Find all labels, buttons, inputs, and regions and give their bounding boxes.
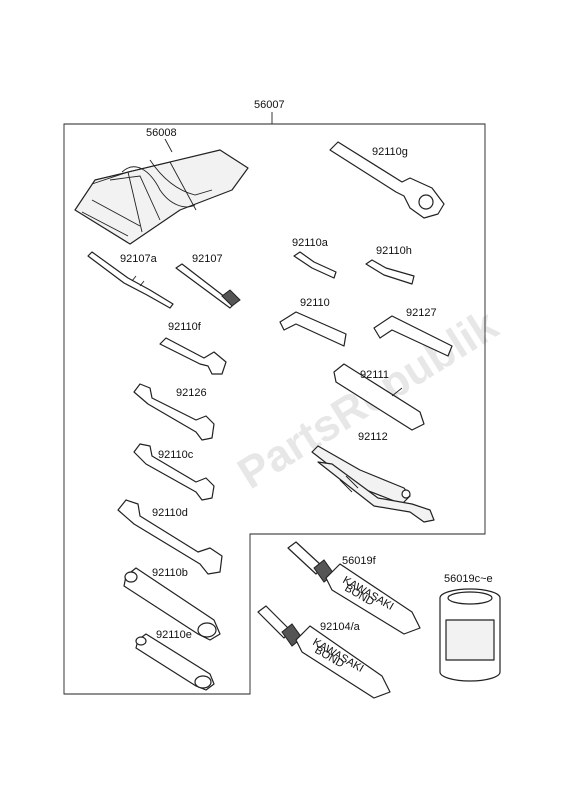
hex-key-92110a (293, 251, 337, 279)
label-92110e[interactable]: 92110e (156, 629, 192, 641)
hex-key-92110 (279, 311, 347, 347)
label-56019f[interactable]: 56019f (342, 555, 377, 567)
label-92110f[interactable]: 92110f (168, 321, 202, 333)
hex-key-92127 (373, 315, 453, 357)
hex-key-92110h (365, 259, 415, 285)
label-56019ce[interactable]: 56019c~e (444, 573, 493, 585)
label-92110a[interactable]: 92110a (292, 237, 329, 249)
pliers-92112 (311, 445, 435, 523)
bag-leader (164, 138, 173, 153)
label-92107[interactable]: 92107 (192, 253, 223, 265)
label-56007[interactable]: 56007 (254, 99, 285, 111)
label-92110b[interactable]: 92110b (152, 567, 188, 579)
label-92110g[interactable]: 92110g (372, 146, 408, 158)
label-92107a[interactable]: 92107a (120, 253, 158, 265)
label-92127[interactable]: 92127 (406, 307, 437, 319)
label-56008[interactable]: 56008 (146, 127, 177, 139)
label-92110d[interactable]: 92110d (152, 507, 188, 519)
label-92110h[interactable]: 92110h (376, 245, 412, 257)
open-spanner-92110d (117, 499, 223, 575)
label-92112[interactable]: 92112 (358, 431, 388, 443)
box-spanner-92110e (135, 633, 215, 691)
open-spanner-92110c (133, 443, 215, 501)
screwdriver-handle-92107 (175, 263, 241, 309)
extension-bar-92111 (333, 363, 425, 431)
label-92126[interactable]: 92126 (176, 387, 207, 399)
bond-tube-92104a: KAWASAKI BOND (257, 605, 391, 699)
screwdriver-92107a (87, 251, 174, 309)
spanner-92110f (159, 337, 227, 375)
kit-outline (63, 123, 486, 695)
ring-spanner-92110g (329, 141, 445, 219)
can-56019ce (439, 588, 501, 682)
tool-bag (74, 149, 249, 245)
label-92104a[interactable]: 92104/a (320, 621, 361, 633)
label-92110c[interactable]: 92110c (158, 449, 194, 461)
label-92110[interactable]: 92110 (300, 297, 330, 309)
open-spanner-92126 (133, 383, 215, 441)
box-spanner-92110b (123, 567, 221, 641)
label-92111[interactable]: 92111 (360, 369, 389, 381)
